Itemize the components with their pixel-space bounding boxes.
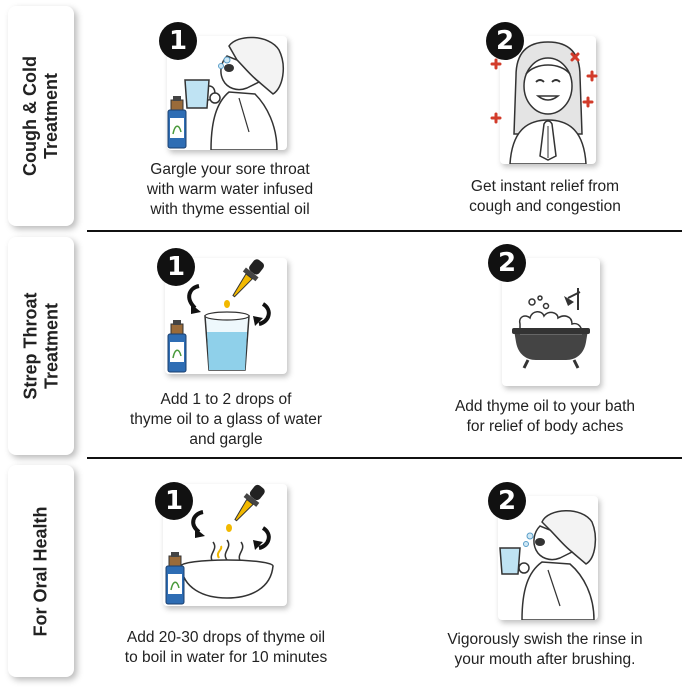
step-caption: Add 20-30 drops of thyme oil to boil in …: [124, 629, 328, 666]
steaming-bowl-illustration: [165, 484, 274, 605]
section-label: For Oral Health: [30, 505, 51, 637]
step-number-badge: 2: [488, 482, 526, 520]
section-tab-cough-cold: Cough & Cold Treatment: [8, 6, 74, 226]
gargle-illustration: [167, 36, 285, 150]
step-number-badge: 1: [159, 22, 197, 60]
step-caption: Vigorously swish the rinse in your mouth…: [447, 631, 643, 668]
step-card-relief: 2: [486, 22, 596, 164]
step-number-badge: 2: [486, 22, 524, 60]
step-card-bath: 2: [488, 244, 600, 386]
step-caption: Get instant relief from cough and conges…: [469, 178, 621, 215]
step-caption: Gargle your sore throat with warm water …: [146, 161, 314, 218]
bathtub-illustration: [512, 288, 590, 369]
step-caption: Add 1 to 2 drops of thyme oil to a glass…: [129, 391, 323, 448]
swish-illustration: [499, 510, 597, 620]
step-card-gargle: 1: [159, 22, 287, 150]
section-divider: [87, 457, 682, 459]
step-card-swish: 2: [488, 482, 598, 620]
section-tab-oral-health: For Oral Health: [8, 465, 74, 677]
relief-sparkles: [490, 52, 598, 124]
section-divider: [87, 230, 682, 232]
step-card-bowl: 1: [155, 482, 287, 606]
section-label: Strep Throat Treatment: [20, 292, 62, 400]
step-number-badge: 1: [155, 482, 193, 520]
section-label: Cough & Cold Treatment: [20, 56, 62, 176]
glass-dropper-illustration: [167, 259, 271, 373]
relief-illustration: [509, 41, 587, 164]
section-tab-strep-throat: Strep Throat Treatment: [8, 237, 74, 455]
step-caption: Add thyme oil to your bath for relief of…: [454, 398, 636, 435]
step-number-badge: 1: [157, 248, 195, 286]
step-number-badge: 2: [488, 244, 526, 282]
step-card-glass: 1: [157, 248, 287, 374]
